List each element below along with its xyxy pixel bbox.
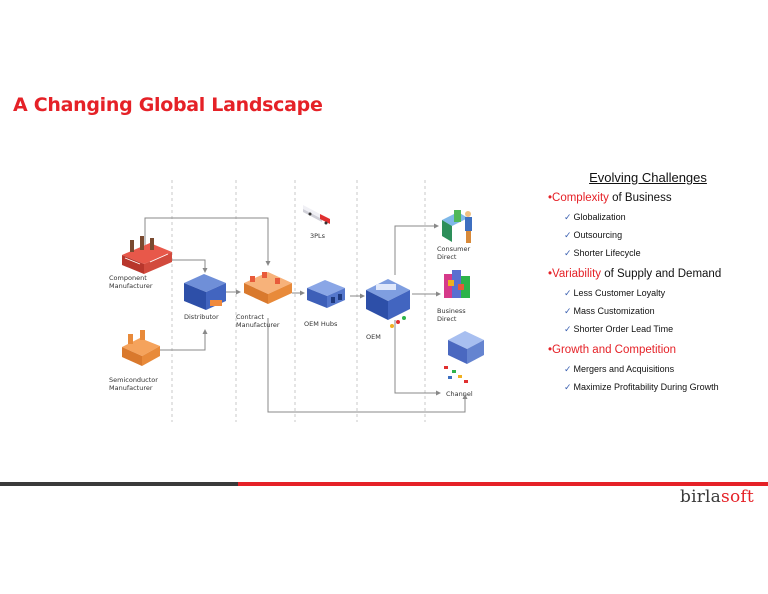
label-channel: Channel (446, 390, 473, 398)
challenge-item: ✓Shorter Order Lead Time (564, 324, 674, 334)
challenge-item: ✓Shorter Lifecycle (564, 248, 641, 258)
check-icon: ✓ (564, 364, 572, 374)
challenges-heading: Evolving Challenges (589, 170, 707, 185)
footer-bar-red (238, 482, 768, 486)
label-contract-manufacturer: Contract Manufacturer (236, 313, 280, 329)
challenge-group: •Variability of Supply and Demand (548, 268, 722, 280)
check-icon: ✓ (564, 248, 572, 258)
label-distributor: Distributor (184, 313, 219, 321)
check-icon: ✓ (564, 306, 572, 316)
flow-lines (144, 217, 468, 413)
challenges-panel: Evolving Challenges •Complexity of Busin… (548, 170, 758, 393)
check-icon: ✓ (564, 324, 572, 334)
slide-title: A Changing Global Landscape (13, 94, 323, 116)
hub-icon (307, 280, 345, 308)
supply-chain-diagram (122, 180, 484, 422)
store-icon (444, 331, 484, 383)
check-icon: ✓ (564, 212, 572, 222)
label-component-manufacturer: Component Manufacturer (109, 274, 153, 290)
label-consumer-direct: Consumer Direct (437, 245, 471, 261)
footer-bar-dark (0, 482, 238, 486)
column-dividers (171, 180, 426, 422)
challenge-item: ✓Globalization (564, 212, 626, 222)
challenge-group: •Complexity of Business (548, 192, 672, 204)
brand-logo: birlasoft (680, 487, 754, 507)
label-semiconductor-manufacturer: Semiconductor Manufacturer (109, 376, 158, 392)
warehouse-icon (184, 274, 226, 310)
challenge-group: •Growth and Competition (548, 344, 677, 356)
label-oem: OEM (366, 333, 381, 341)
label-oem-hubs: OEM Hubs (304, 320, 338, 328)
assembly-line-icon (244, 272, 292, 304)
check-icon: ✓ (564, 382, 572, 392)
check-icon: ✓ (564, 288, 572, 298)
challenge-item: ✓Mass Customization (564, 306, 655, 316)
computer-icon (366, 279, 410, 328)
challenge-item: ✓Outsourcing (564, 230, 623, 240)
challenge-item: ✓Maximize Profitability During Growth (564, 382, 719, 392)
label-3pls: 3PLs (310, 232, 326, 240)
factory-icon (122, 236, 172, 274)
label-business-direct: Business Direct (437, 307, 466, 323)
challenge-item: ✓Mergers and Acquisitions (564, 364, 675, 374)
plant-icon (122, 330, 160, 366)
office-icon (444, 270, 470, 298)
shopper-icon (442, 210, 472, 243)
challenge-item: ✓Less Customer Loyalty (564, 288, 666, 298)
check-icon: ✓ (564, 230, 572, 240)
truck-icon (303, 205, 330, 225)
